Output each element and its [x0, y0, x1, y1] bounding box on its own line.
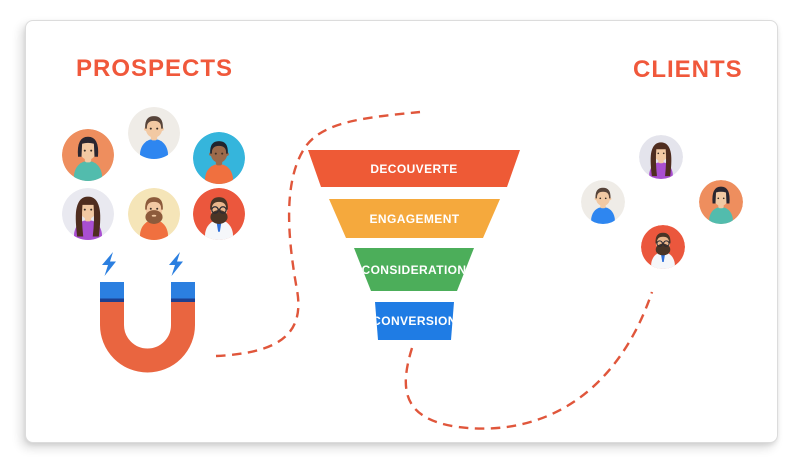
funnel-stage-label: ENGAGEMENT [369, 211, 460, 226]
funnel-stage-engagement: ENGAGEMENT [329, 199, 500, 238]
avatar-man-beard [128, 188, 180, 240]
funnel-stage-consideration: CONSIDERATION [354, 248, 474, 291]
avatar-woman-long [639, 135, 683, 179]
lightning-bolt-icon [169, 252, 183, 276]
clients-title: CLIENTS [633, 56, 743, 83]
avatar-man-short [128, 107, 180, 159]
funnel-stage-decouverte: DECOUVERTE [308, 150, 520, 187]
avatar-woman-long [62, 188, 114, 240]
avatar-man-glasses [193, 188, 245, 240]
funnel-stage-label: CONSIDERATION [361, 262, 467, 277]
avatar-woman-bob [62, 129, 114, 181]
funnel-stage-label: CONVERSION [372, 314, 457, 328]
lightning-bolt-icon [102, 252, 116, 276]
avatar-man-glasses [641, 225, 685, 269]
magnet-icon [100, 252, 195, 373]
funnel-stage-label: DECOUVERTE [370, 161, 458, 176]
avatar-woman-bob [699, 180, 743, 224]
avatar-man-short [581, 180, 625, 224]
funnel-stage-conversion: CONVERSION [375, 302, 454, 340]
avatar-man-dark [193, 132, 245, 184]
prospects-title: PROSPECTS [76, 55, 234, 82]
